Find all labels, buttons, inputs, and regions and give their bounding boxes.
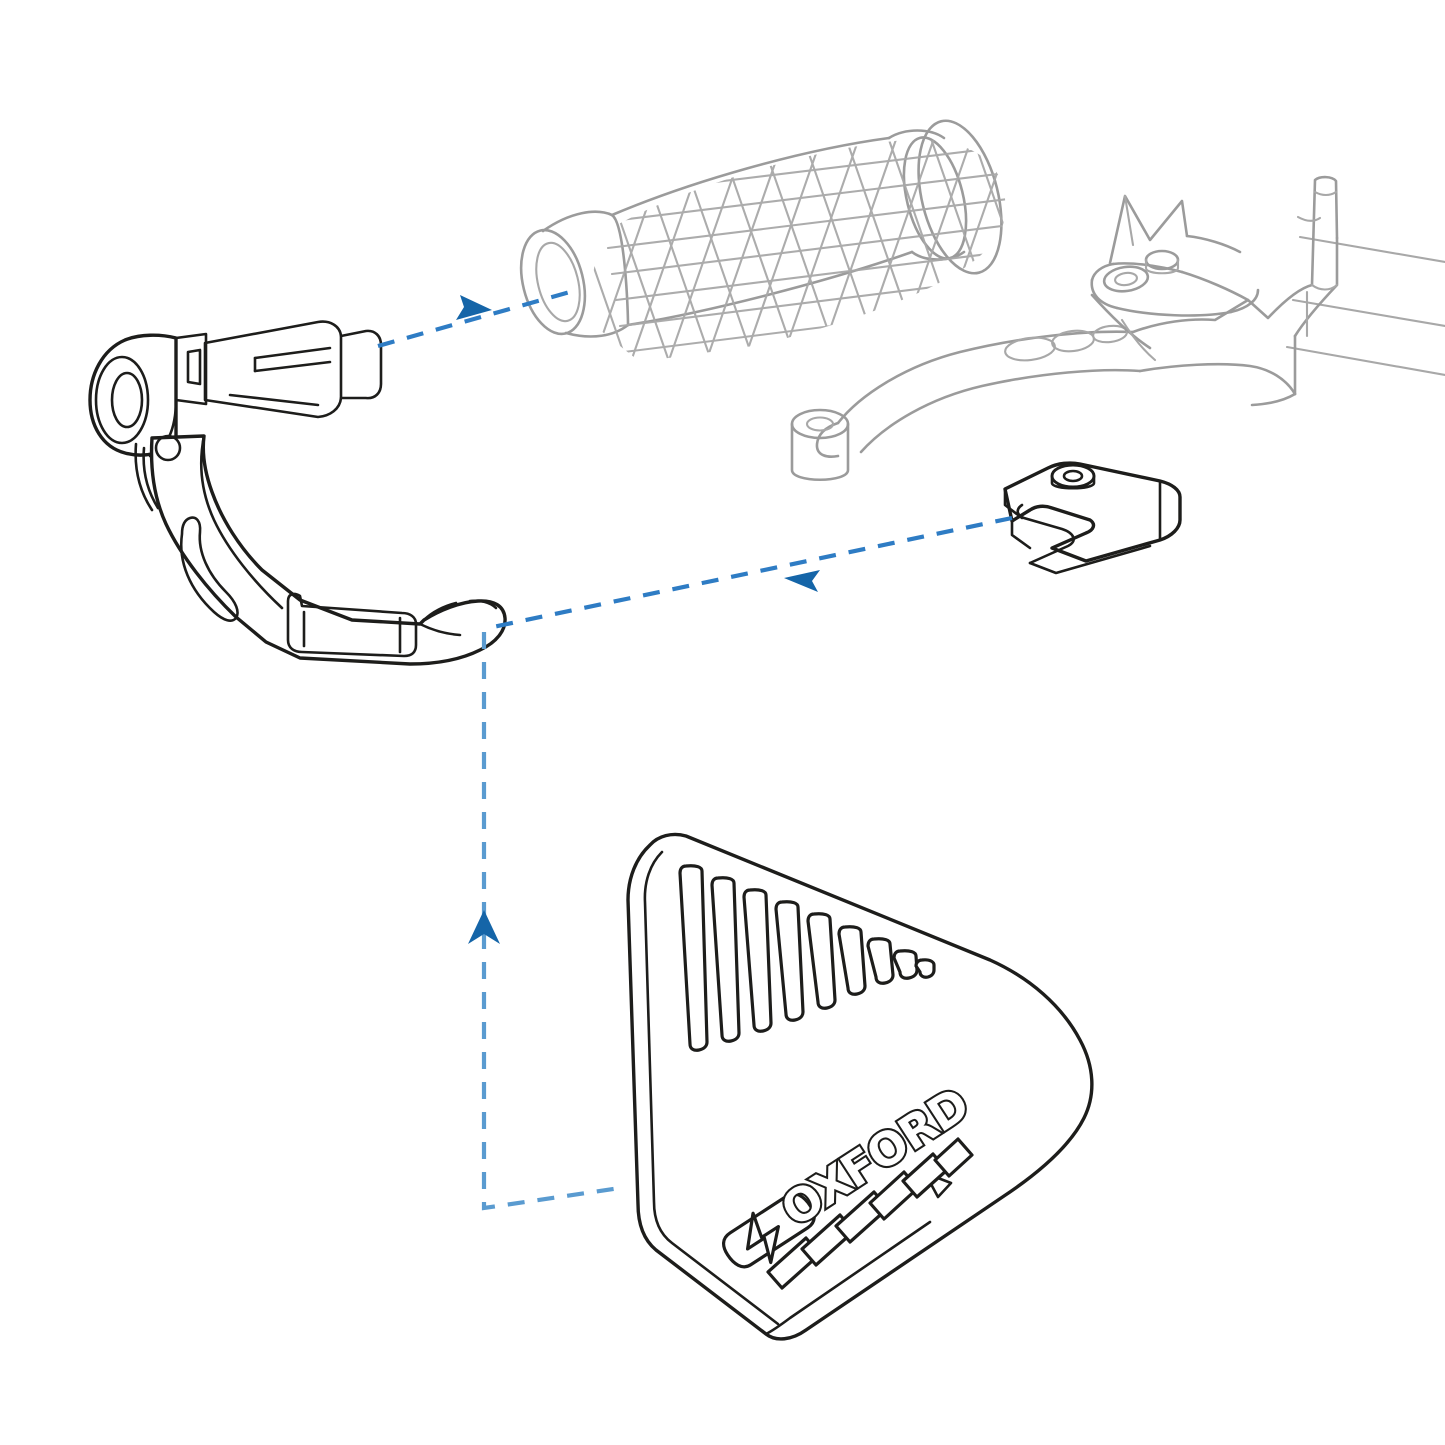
brake-lever [790, 324, 1142, 482]
handlebar-ghost [1285, 235, 1445, 377]
bar-end-insert [174, 320, 383, 419]
arrow-left-icon [784, 570, 820, 592]
handlebar-grip [519, 119, 1006, 362]
grip-texture [585, 139, 1006, 362]
arrow-shield-to-guard [468, 632, 621, 1211]
guard-arm [149, 434, 507, 666]
arrow-clamp-to-guard [487, 515, 1013, 631]
ghost-context-group [519, 119, 1445, 482]
arrow-guard-to-grip [377, 289, 571, 349]
arrow-up-icon [468, 910, 500, 944]
upper-vent-slots [678, 864, 936, 1052]
clamp-plate [1003, 461, 1182, 575]
lever-guard-assembly [88, 320, 507, 666]
hand-guard-shield: OXFORD [626, 832, 1094, 1341]
master-cylinder [1090, 175, 1339, 407]
lower-vent-slots [766, 1137, 974, 1290]
arrow-right-icon [456, 295, 492, 320]
